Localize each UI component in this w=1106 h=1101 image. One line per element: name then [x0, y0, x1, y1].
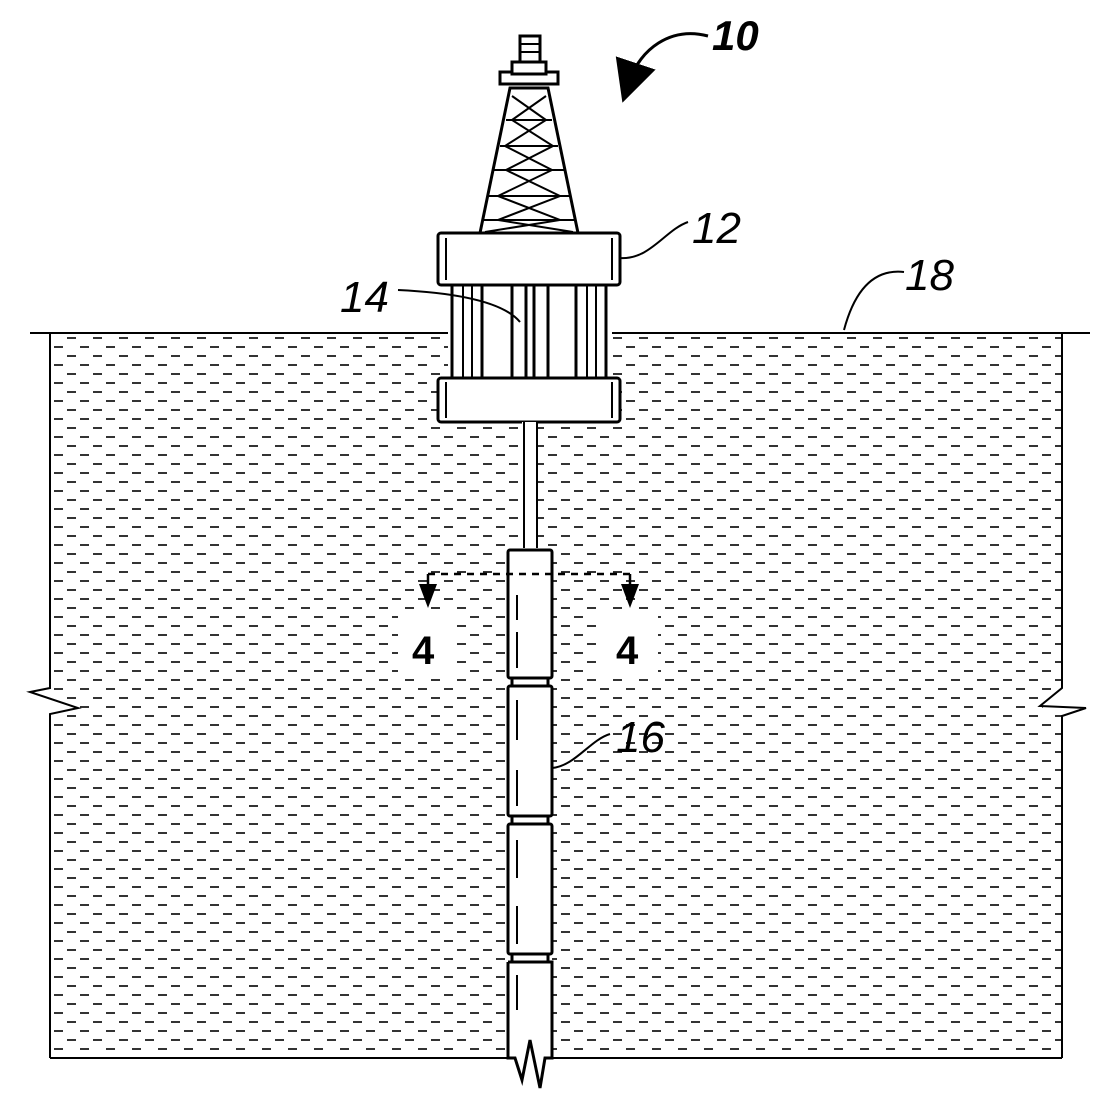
section-marker-left: 4 [412, 629, 435, 673]
label-platform-12: 12 [692, 204, 741, 253]
section-marker-right: 4 [616, 629, 639, 673]
label-system-10: 10 [712, 12, 759, 59]
platform [438, 233, 620, 422]
riser [522, 422, 538, 550]
label-tool-string-16: 16 [616, 713, 665, 762]
label-riser-14: 14 [340, 273, 389, 322]
label-sea-surface-18: 18 [905, 251, 954, 300]
tool-string [508, 548, 552, 1088]
derrick [480, 36, 578, 233]
water-body [50, 333, 1062, 1058]
